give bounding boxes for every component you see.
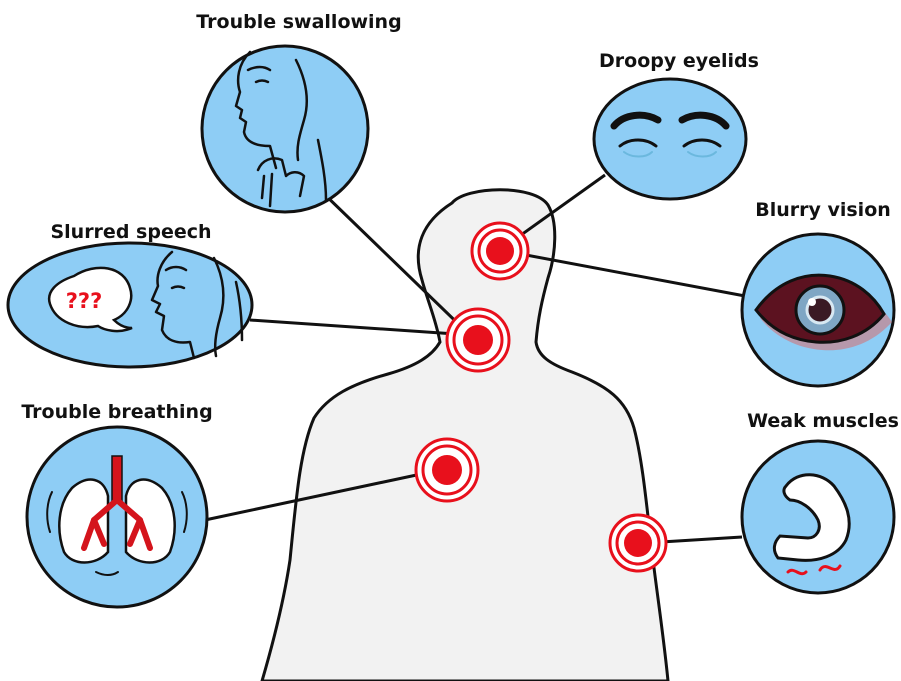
blurry-vision-label: Blurry vision	[755, 199, 891, 221]
speech-bubble-text: ???	[66, 289, 103, 313]
body-silhouette	[262, 190, 668, 681]
target-marker-head	[472, 223, 528, 279]
droopy-eyelids-label: Droopy eyelids	[599, 50, 759, 72]
weak-muscles-label: Weak muscles	[747, 410, 899, 432]
weak-muscles-bubble	[742, 441, 894, 593]
slurred-speech-label: Slurred speech	[50, 221, 211, 243]
trouble-breathing-label: Trouble breathing	[21, 401, 212, 423]
speech-bubble: ???	[8, 243, 252, 367]
target-marker-arm	[610, 515, 666, 571]
target-marker-chest	[416, 439, 478, 501]
swallowing-bubble	[202, 46, 368, 212]
eyelids-bubble	[594, 79, 746, 199]
target-marker-throat	[447, 309, 509, 371]
blurry-vision-bubble	[742, 234, 894, 386]
breathing-bubble	[27, 427, 207, 607]
trouble-swallowing-label: Trouble swallowing	[196, 11, 401, 33]
